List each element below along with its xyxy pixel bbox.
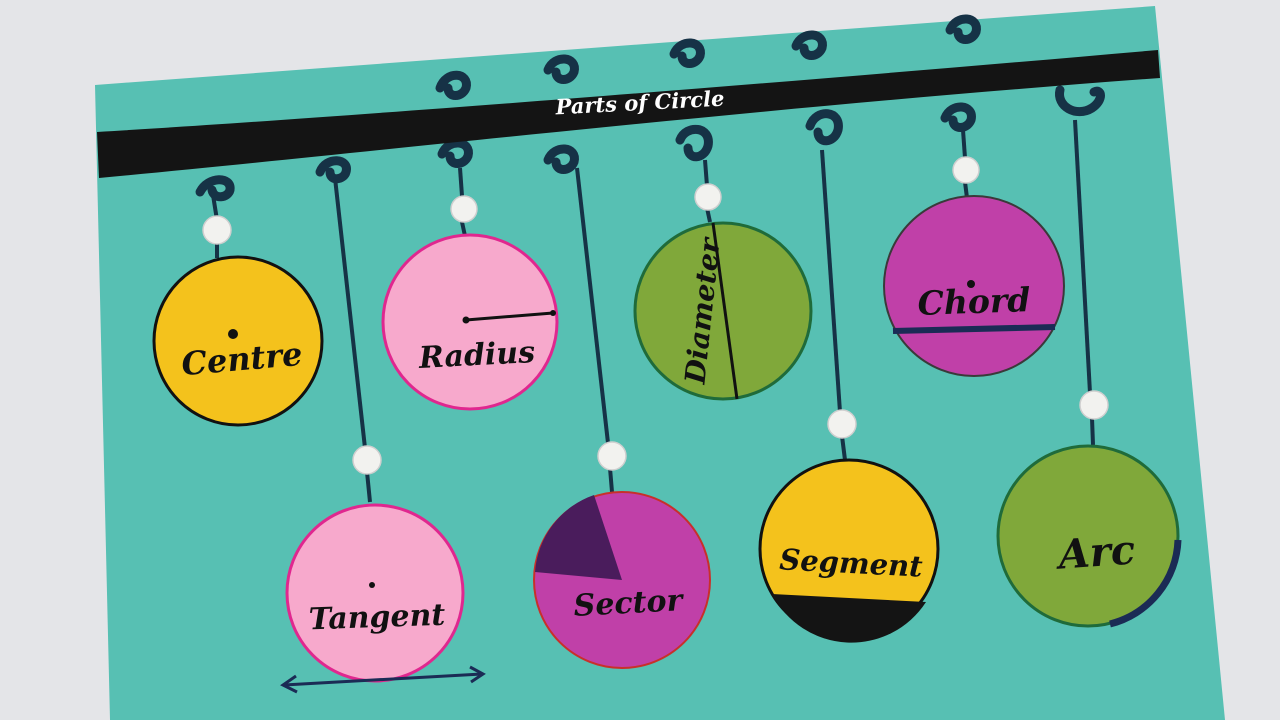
diameter-disc (633, 221, 813, 401)
hook-icon (543, 144, 579, 174)
hook-icon (945, 14, 981, 44)
radius-end-dot (550, 310, 556, 316)
pearl (450, 195, 478, 223)
circle-segment: Segment (758, 458, 940, 643)
circle-arc: Arc (996, 444, 1182, 628)
pearl (352, 445, 382, 475)
diameter-line (711, 222, 739, 400)
arc-label: Arc (1053, 526, 1137, 578)
hook-icon (315, 156, 351, 184)
arc-disc (996, 444, 1180, 628)
hook-icon (543, 54, 579, 84)
tangent-line (283, 672, 483, 687)
centre-disc (152, 255, 324, 427)
pearl (827, 409, 857, 439)
segment-shade (772, 594, 926, 643)
radius-line (465, 311, 554, 322)
pearl (202, 215, 232, 245)
sector-wedge (535, 495, 622, 580)
arrow-right-icon (469, 665, 486, 684)
hook-icon (435, 70, 471, 100)
hook-icon (791, 30, 827, 60)
radius-disc (381, 233, 559, 411)
pearl (694, 183, 722, 211)
chord-centre-dot (967, 280, 975, 288)
circle-diameter: Diameter (633, 221, 813, 401)
title-bar (97, 50, 1160, 178)
arrow-left-icon (280, 674, 298, 694)
circle-sector: Sector (533, 491, 711, 669)
arc-mark (1109, 539, 1182, 628)
hooks (195, 14, 1105, 202)
circle-tangent: Tangent (280, 503, 486, 694)
tangent-label: Tangent (308, 598, 446, 638)
tangent-centre-dot (369, 582, 375, 588)
pearl (1079, 390, 1109, 420)
hook-icon (805, 109, 843, 146)
radius-label: Radius (417, 335, 536, 376)
chord-label: Chord (917, 280, 1031, 323)
segment-label: Segment (779, 542, 924, 583)
tangent-disc (285, 503, 465, 683)
circle-chord: Chord (883, 195, 1065, 377)
pearl (952, 156, 980, 184)
hook-icon (1055, 85, 1105, 117)
radius-centre-dot (462, 316, 470, 324)
hook-icon (675, 125, 713, 162)
hook-icon (940, 102, 976, 132)
centre-dot (228, 329, 238, 339)
hook-icon (437, 138, 473, 168)
hook-icon (669, 38, 705, 68)
pearl (597, 441, 627, 471)
circle-centre: Centre (152, 255, 324, 427)
sector-label: Sector (573, 583, 686, 624)
hook-icon (195, 175, 235, 202)
chord-line (892, 324, 1056, 334)
pearls (202, 156, 1109, 475)
circle-radius: Radius (381, 233, 559, 411)
